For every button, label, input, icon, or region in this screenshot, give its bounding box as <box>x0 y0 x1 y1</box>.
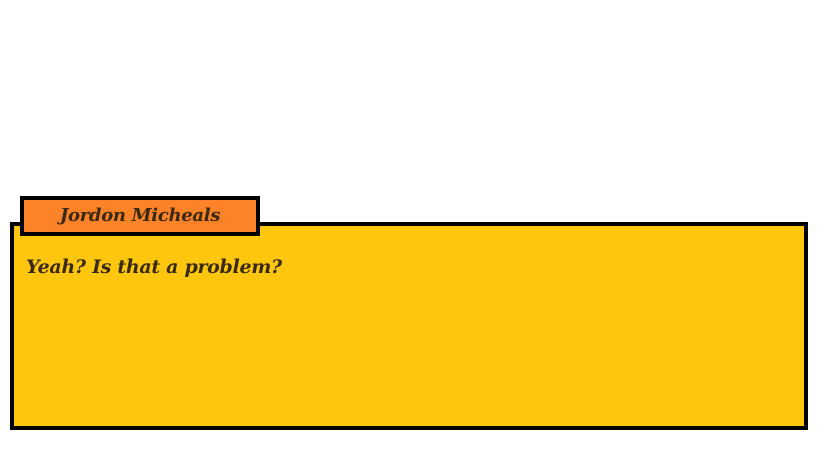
dialogue-text: Yeah? Is that a problem? <box>26 256 282 278</box>
speaker-name: Jordon Micheals <box>59 205 221 226</box>
dialogue-box[interactable]: Yeah? Is that a problem? <box>10 222 808 430</box>
speaker-name-tag: Jordon Micheals <box>20 196 260 236</box>
